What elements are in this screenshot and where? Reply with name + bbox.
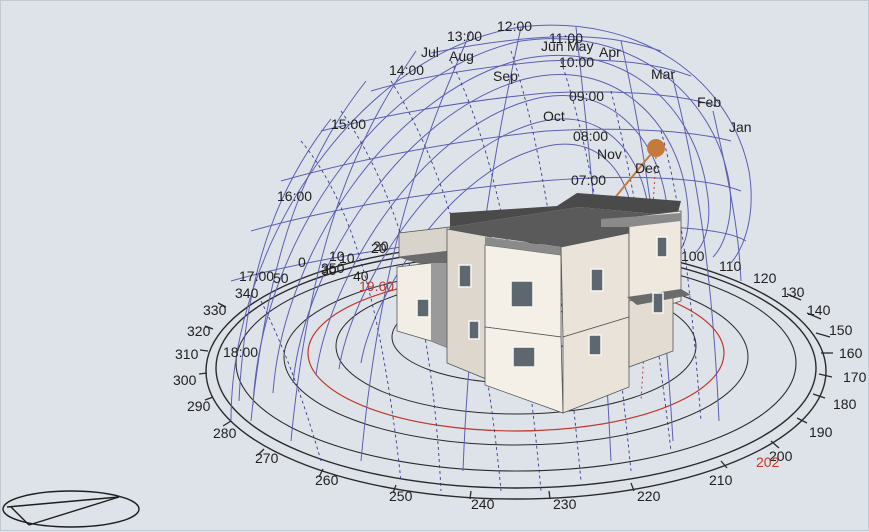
- month-label: Aug: [449, 48, 474, 64]
- hour-label: 16:00: [277, 188, 312, 204]
- azimuth-label: 340: [235, 285, 259, 301]
- azimuth-label: 120: [753, 270, 777, 286]
- hour-label: 15:00: [331, 116, 366, 132]
- month-label: May: [567, 38, 593, 54]
- hour-label: 09:00: [569, 88, 604, 104]
- windows: [416, 236, 668, 368]
- altitude-label: 30: [321, 262, 337, 278]
- hour-label: 12:00: [497, 18, 532, 34]
- azimuth-label: 230: [553, 496, 577, 512]
- navigation-compass[interactable]: [2, 490, 140, 528]
- sun-path-grid: [230, 24, 752, 472]
- azimuth-label: 250: [389, 488, 413, 504]
- hour-label: 08:00: [573, 128, 608, 144]
- azimuth-labels: 100 110 120 130 140 150 160 170 180 190 …: [173, 238, 867, 512]
- azimuth-label: 240: [471, 496, 495, 512]
- azimuth-label: 330: [203, 302, 227, 318]
- altitude-labels: 10 20 30 40 50: [273, 240, 387, 286]
- hour-label: 11:00: [549, 30, 583, 46]
- sun-altitude-label: 19.60: [359, 278, 394, 294]
- month-label: Oct: [543, 108, 565, 124]
- azimuth-label: 170: [843, 369, 867, 385]
- azimuth-ticks: [198, 293, 833, 500]
- sun-azimuth-label: 202: [756, 454, 780, 470]
- azimuth-label: 320: [187, 323, 211, 339]
- hour-label: 10:00: [559, 54, 594, 70]
- altitude-label: 20: [371, 240, 387, 256]
- month-label: Feb: [697, 94, 721, 110]
- sun-marker[interactable]: [647, 139, 665, 157]
- sun-projection-line: [640, 156, 657, 402]
- house-model[interactable]: [396, 193, 691, 414]
- hour-label: 07:00: [571, 172, 606, 188]
- azimuth-label: 220: [637, 488, 661, 504]
- month-labels: Jul Aug Jun May Apr Mar Feb Jan Sep Oct …: [421, 38, 752, 176]
- azimuth-label: 130: [781, 284, 805, 300]
- hour-label: 13:00: [447, 28, 482, 44]
- azimuth-label: 310: [175, 346, 199, 362]
- azimuth-label: 140: [807, 302, 831, 318]
- hour-label: 18:00: [223, 344, 258, 360]
- azimuth-label: 280: [213, 425, 237, 441]
- azimuth-label: 10: [329, 248, 345, 264]
- altitude-label: 40: [353, 268, 369, 284]
- month-label: Nov: [597, 146, 622, 162]
- azimuth-label: 290: [187, 398, 211, 414]
- month-label: Jun: [541, 38, 564, 54]
- hour-label: 17:00: [239, 268, 274, 284]
- azimuth-label: 20: [373, 238, 389, 254]
- month-label: Sep: [493, 68, 518, 84]
- azimuth-label: 350: [321, 260, 345, 276]
- azimuth-label: 110: [719, 258, 742, 274]
- azimuth-label: 210: [709, 472, 733, 488]
- azimuth-label: 260: [315, 472, 339, 488]
- altitude-label: 10: [339, 250, 355, 266]
- month-label: Apr: [599, 44, 621, 60]
- hour-labels: 13:00 12:00 11:00 10:00 09:00 08:00 07:0…: [223, 18, 608, 360]
- altitude-label: 50: [273, 270, 289, 286]
- month-label: Dec: [635, 160, 660, 176]
- azimuth-label: 180: [833, 396, 857, 412]
- azimuth-label: 300: [173, 372, 197, 388]
- azimuth-label: 160: [839, 345, 863, 361]
- azimuth-label: 0: [298, 254, 306, 270]
- azimuth-label: 150: [829, 322, 853, 338]
- azimuth-label: 190: [809, 424, 833, 440]
- azimuth-label: 200: [769, 448, 793, 464]
- month-label: Mar: [651, 66, 675, 82]
- azimuth-label: 270: [255, 450, 279, 466]
- hour-label: 14:00: [389, 62, 424, 78]
- month-label: Jan: [729, 119, 752, 135]
- azimuth-label: 100: [681, 248, 705, 264]
- month-label: Jul: [421, 44, 439, 60]
